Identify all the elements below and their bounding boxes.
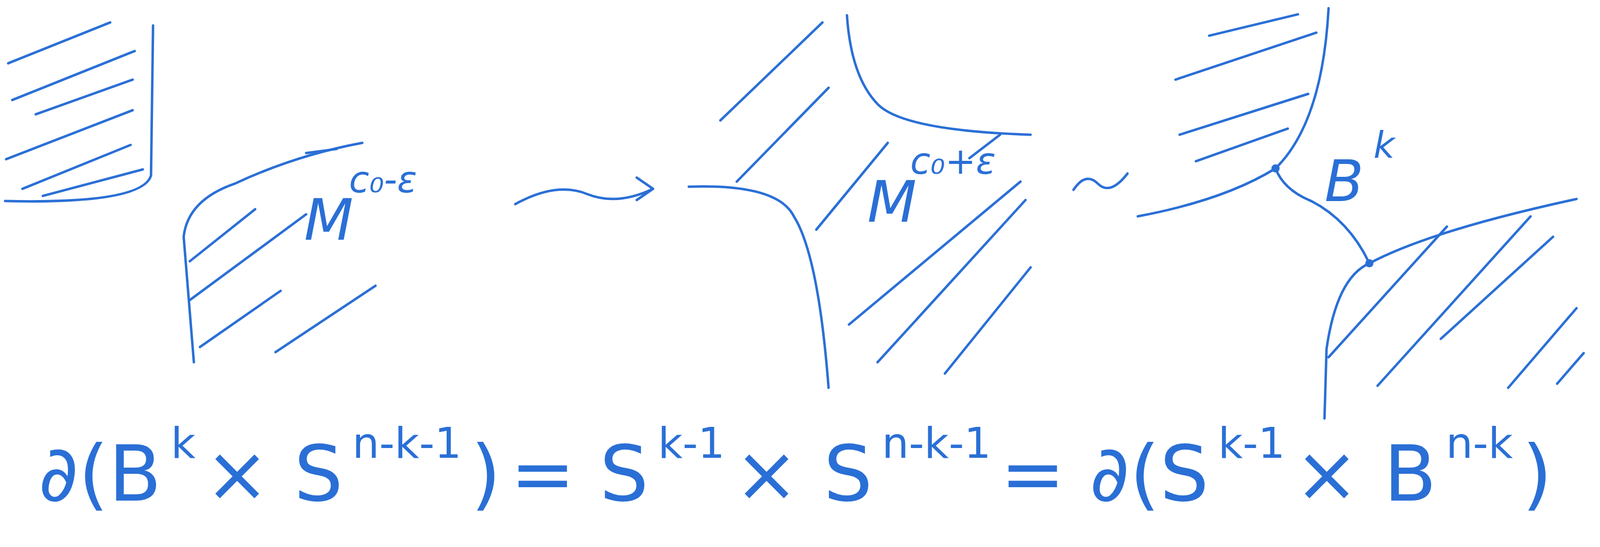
- equation-term: × B: [1294, 434, 1437, 513]
- tilde: [1073, 173, 1128, 191]
- equation-term: × S: [204, 434, 344, 513]
- attach-point: [1365, 259, 1374, 268]
- equation-term: ∂(B: [38, 434, 162, 513]
- exponent: n-k-1: [352, 421, 462, 465]
- superscript-label: c₀+ε: [910, 142, 996, 180]
- math-label: k: [1373, 126, 1395, 164]
- region-boundary: [1324, 198, 1577, 419]
- region-boundary: [846, 15, 1031, 135]
- equation-term: = ∂(S: [1000, 434, 1210, 513]
- equation-term: × S: [734, 434, 873, 513]
- math-label: B: [1324, 152, 1364, 211]
- exponent: n-k: [1445, 421, 1513, 465]
- superscript-label: c₀-ε: [348, 161, 417, 198]
- hatch: [1328, 216, 1584, 388]
- math-label: M: [303, 191, 354, 249]
- exponent: k: [171, 421, 196, 465]
- exponent: n-k-1: [881, 421, 992, 465]
- region-boundary: [183, 142, 363, 363]
- hatch: [1175, 14, 1317, 162]
- region-boundary: [688, 186, 829, 388]
- hatch: [189, 148, 376, 352]
- math-label: M: [867, 173, 917, 231]
- equation-term: ): [1522, 434, 1553, 513]
- hatch: [720, 22, 1031, 374]
- equation: ∂(Bk× Sn-k-1)= Sk-1× Sn-k-1= ∂(Sk-1× Bn-…: [38, 434, 1562, 513]
- equation-term: = S: [510, 434, 650, 513]
- attach-point: [1271, 164, 1280, 173]
- equation-term: ): [470, 434, 502, 513]
- exponent: k-1: [1218, 421, 1286, 465]
- region-boundary: [1137, 8, 1329, 217]
- exponent: k-1: [657, 421, 725, 465]
- hatch: [6, 22, 143, 197]
- squiggle-arrow: [515, 177, 653, 204]
